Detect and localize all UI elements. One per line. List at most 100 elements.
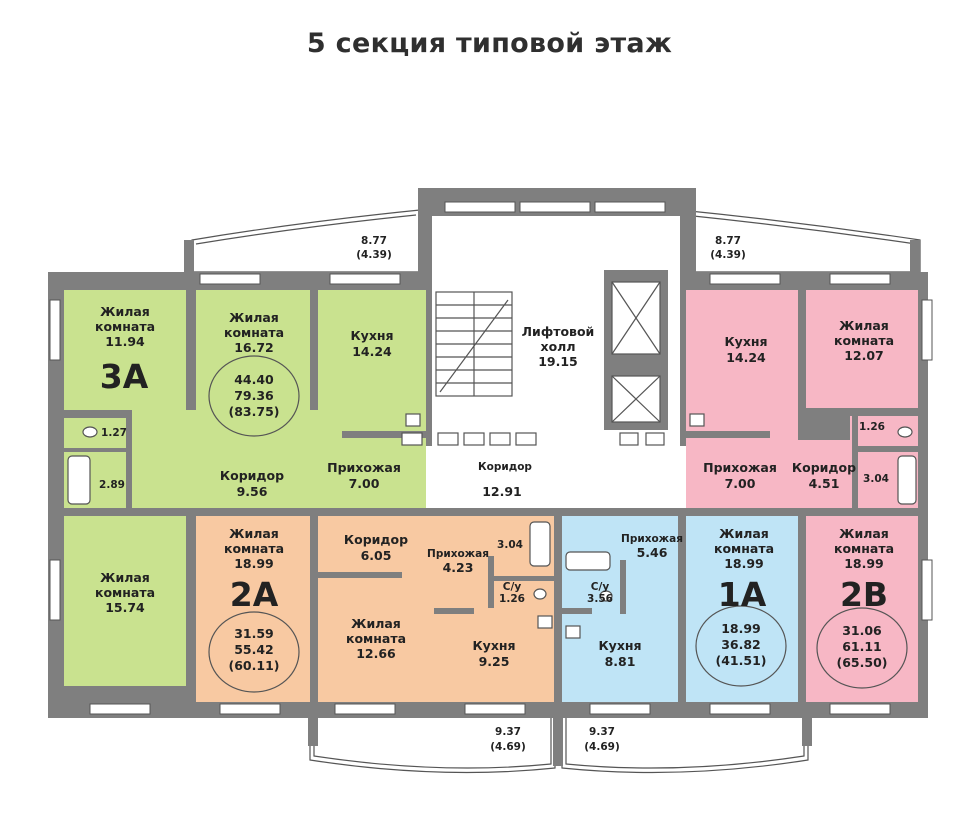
room-name: Коридор [344,532,408,547]
room-name: комната [834,333,894,348]
balcony-top-right-rail [683,214,917,245]
apartment-living-area: 18.99 [721,621,761,636]
room-3a-bedroom-bottom [64,516,186,686]
room-name: С/у [591,581,610,593]
room-name: Коридор [792,460,856,475]
apartment-total-area: 79.36 [234,388,274,403]
apartment-code-2a: 2А [230,575,279,614]
room-2a-bedroom [318,578,434,702]
balcony-area: 8.77 [715,235,741,247]
room-name: Жилая [229,310,279,325]
room-area: 3.04 [497,539,523,551]
room-name: Жилая [100,304,150,319]
area-circles [208,355,908,693]
room-area: 7.00 [725,476,756,491]
room-area: 1.27 [101,427,127,439]
room-name: Кухня [472,638,515,653]
fixtures [67,413,917,639]
room-name: Прихожая [327,460,401,475]
room-name: комната [714,541,774,556]
apartment-living-area: 44.40 [234,372,274,387]
room-name: комната [224,541,284,556]
balcony-area: 8.77 [361,235,387,247]
room-area: 9.25 [479,654,510,669]
toilet-icon [897,426,913,438]
room-area: 18.99 [234,556,274,571]
balcony-reduced-area: (4.69) [490,741,526,753]
balcony-top-right [679,209,921,273]
room-name: С/у [503,581,522,593]
apartment-full-area: (41.51) [716,653,767,668]
sink-icon [689,413,705,427]
room-name: Лифтовой [522,324,595,339]
room-area: 3.04 [863,473,889,485]
room-area: 1.26 [859,421,885,433]
room-3a-kitchen [318,290,426,432]
room-2b-hall [686,440,852,508]
room-2b-bedroom-top [806,290,918,408]
room-area: 15.74 [105,600,145,615]
room-name: Кухня [598,638,641,653]
room-area: 2.89 [99,479,125,491]
balcony-reduced-area: (4.69) [584,741,620,753]
page-title: 5 секция типовой этаж [306,28,673,59]
common-corridor [426,446,688,508]
room-area: 6.05 [361,548,392,563]
room-2b-kitchen [686,290,798,440]
sink-icon [405,413,421,427]
apartment-total-area: 61.11 [842,639,882,654]
room-name: Жилая [229,526,279,541]
room-name: Жилая [839,318,889,333]
balcony-reduced-area: (4.39) [356,249,392,261]
room-name: Жилая [351,616,401,631]
room-name: Прихожая [703,460,777,475]
bathtub-icon [897,455,917,505]
shaft-row [401,432,665,446]
room-area: 8.81 [605,654,636,669]
room-name: комната [95,585,155,600]
room-area: 3.56 [587,593,613,605]
room-area: 4.23 [443,560,474,575]
room-area: 9.56 [237,484,268,499]
apartment-full-area: (60.11) [229,658,280,673]
apartment-total-area: 36.82 [721,637,761,652]
room-name: Жилая [839,526,889,541]
room-3a-bedroom-small [64,290,186,410]
bathtub-icon [67,455,91,505]
balcony-reduced-area: (4.39) [710,249,746,261]
room-3a-corridor-hall [132,410,426,508]
room-2a-kitchen [434,614,554,702]
balcony-bottom-right-rail [565,715,805,769]
apartment-living-area: 31.59 [234,626,274,641]
apartment-code-2b: 2В [840,575,888,614]
room-area: 18.99 [724,556,764,571]
labels: Жилая комната 11.94 3А Жилая комната 16.… [95,235,894,753]
apartment-full-area: (65.50) [837,655,888,670]
room-2a-corridor [318,516,434,578]
room-name: Кухня [350,328,393,343]
room-name: комната [834,541,894,556]
room-area: 7.00 [349,476,380,491]
room-2a-bedroom-large [196,516,310,702]
room-area: 19.15 [538,354,578,369]
sink-icon [565,625,581,639]
toilet-icon [533,588,547,600]
room-name: Коридор [220,468,284,483]
room-area: 1.26 [499,593,525,605]
room-name: Жилая [719,526,769,541]
room-name: Кухня [724,334,767,349]
balconies [191,209,921,774]
room-area: 12.66 [356,646,396,661]
room-name: Жилая [100,570,150,585]
room-name: Прихожая [621,533,683,545]
bathtub-icon [565,551,611,571]
windows [49,201,933,715]
balcony-bottom-left [309,711,556,774]
room-area: 16.72 [234,340,274,355]
room-area: 5.46 [637,545,668,560]
room-area: 12.91 [482,484,522,499]
toilet-icon [82,426,98,438]
lift-shafts [604,270,668,430]
apartment-living-area: 31.06 [842,623,882,638]
